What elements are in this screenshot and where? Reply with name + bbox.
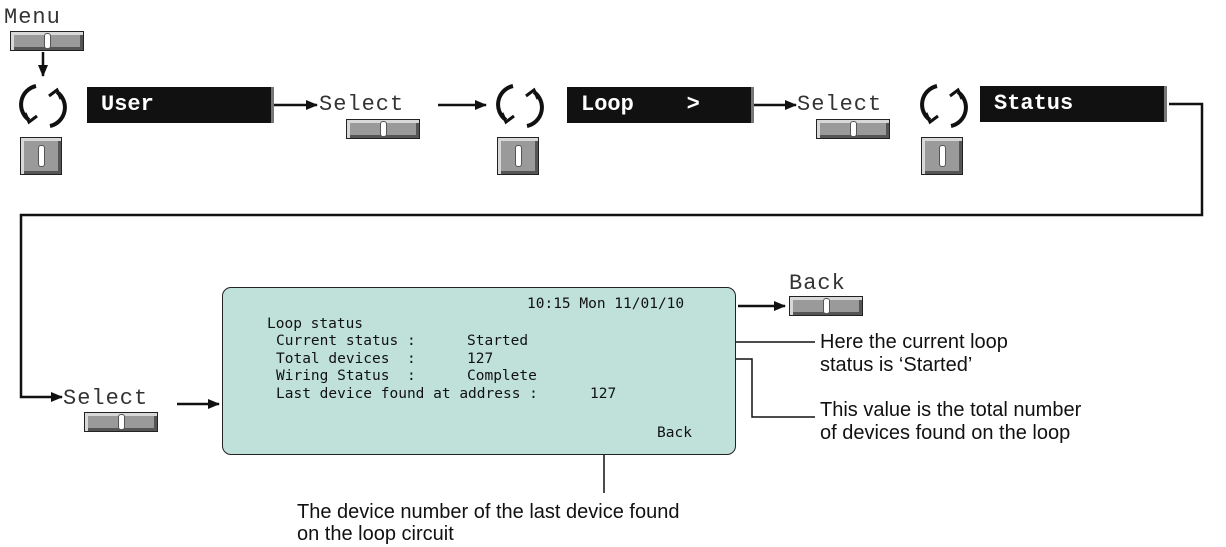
status-menu-box: Status <box>980 86 1167 122</box>
key-slot <box>380 121 387 137</box>
back-key[interactable] <box>789 296 863 316</box>
key-slot <box>38 145 45 167</box>
lcd-clock: 10:15 Mon 11/01/10 <box>527 296 685 312</box>
select-key-3[interactable] <box>84 412 158 432</box>
select-label-2: Select <box>797 92 883 117</box>
lcd-title: Loop status <box>267 316 364 332</box>
annotation-last-line-2: on the loop circuit <box>297 523 454 545</box>
key-slot <box>939 145 946 167</box>
lcd-back-softkey: Back <box>657 425 692 441</box>
select-label-3: Select <box>63 386 149 411</box>
annotation-total-line-2: of devices found on the loop <box>820 422 1071 444</box>
lcd-wiring-status-value: Complete <box>467 368 537 384</box>
lcd-total-devices-label: Total devices : <box>276 351 416 367</box>
menu-key[interactable] <box>10 31 84 51</box>
key-slot <box>118 414 125 430</box>
annotation-last-line-1: The device number of the last device fou… <box>297 501 680 523</box>
lcd-current-status-label: Current status : <box>276 333 416 349</box>
select-key-2[interactable] <box>816 119 890 139</box>
lcd-total-devices-value: 127 <box>467 351 494 367</box>
menu-label: Menu <box>4 5 61 30</box>
scroll-key-2[interactable] <box>497 137 539 175</box>
select-key-1[interactable] <box>346 119 420 139</box>
loop-menu-box: Loop > <box>567 87 754 123</box>
lcd-display: 10:15 Mon 11/01/10 Loop status Current s… <box>222 287 736 455</box>
back-label: Back <box>789 271 846 296</box>
lcd-current-status-value: Started <box>467 333 529 349</box>
select-label-1: Select <box>319 92 405 117</box>
lcd-last-device-label: Last device found at address : <box>276 386 538 402</box>
key-slot <box>823 298 830 314</box>
annotation-total-line-1: This value is the total number <box>820 399 1082 421</box>
lcd-last-device-value: 127 <box>590 386 617 402</box>
annotation-status-line-2: status is ‘Started’ <box>820 354 973 376</box>
scroll-key-1[interactable] <box>20 137 62 175</box>
scroll-key-3[interactable] <box>921 137 963 175</box>
user-menu-box: User <box>87 87 274 123</box>
lcd-wiring-status-label: Wiring Status : <box>276 368 416 384</box>
key-slot <box>44 33 51 49</box>
scroll-icon-3 <box>920 84 968 128</box>
annotation-status-line-1: Here the current loop <box>820 331 1008 353</box>
key-slot <box>850 121 857 137</box>
scroll-icon-1 <box>19 84 67 128</box>
key-slot <box>515 145 522 167</box>
scroll-icon-2 <box>496 84 544 128</box>
wrap-line-status-to-select <box>19 102 1204 402</box>
